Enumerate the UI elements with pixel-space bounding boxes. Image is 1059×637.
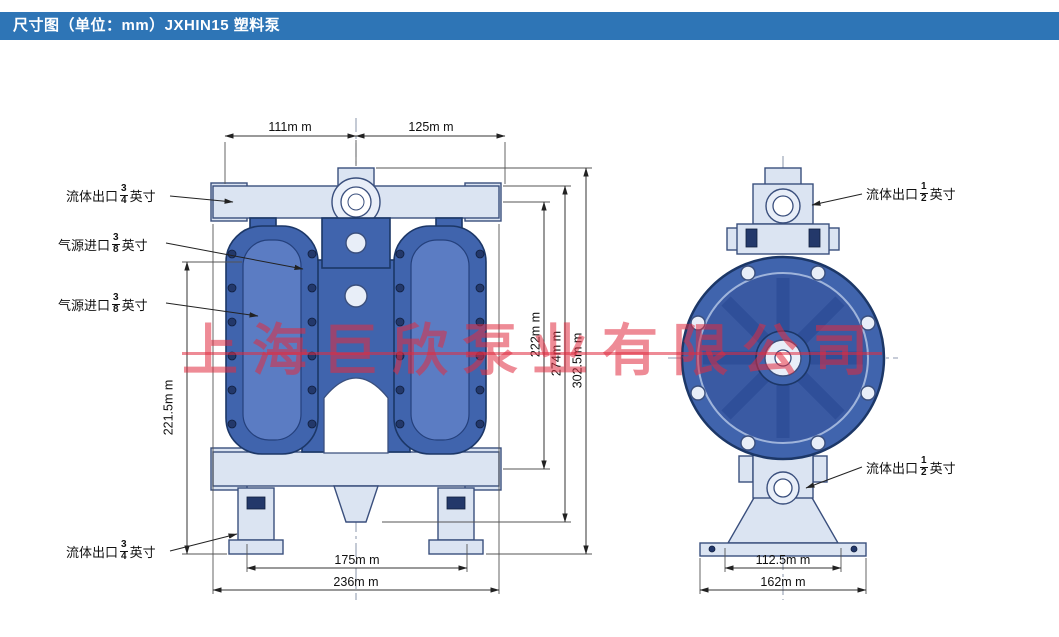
dim-left-height: 221.5m m [161,379,176,436]
callout-unit: 英寸 [929,186,956,202]
housing-bolts [690,265,876,451]
dim-side-bottom-inner-width: 112.5m m [755,553,811,567]
company-watermark: 上海巨欣泵业有限公司 [182,319,882,382]
dim-top-right-width: 125m m [408,120,454,134]
callout-text: 气源进口 [58,237,111,253]
callout-unit: 英寸 [121,237,148,253]
callout-text: 流体出口 [866,186,919,202]
page-title: 尺寸图（单位：mm）JXHIN15 塑料泵 [0,12,1059,40]
clamp-bolts [227,249,485,429]
callout-text: 流体出口 [866,460,919,476]
callout-unit: 英寸 [929,460,956,476]
dim-bottom-inner-width: 175m m [334,553,380,567]
callout-unit: 英寸 [121,297,148,313]
dim-top-left-width: 111m m [268,120,312,134]
callout-text: 气源进口 [58,297,111,313]
dimension-lines [182,133,867,594]
callout-unit: 英寸 [129,188,156,204]
callout-leaders [165,193,863,552]
pump-front-view [210,118,502,600]
pump-side-view [668,156,898,600]
dim-bottom-outer-width: 236m m [333,575,379,589]
callout-text: 流体出口 [66,188,119,204]
dim-side-bottom-outer-width: 162m m [760,575,806,589]
callout-unit: 英寸 [129,544,156,560]
callout-text: 流体出口 [66,544,119,560]
